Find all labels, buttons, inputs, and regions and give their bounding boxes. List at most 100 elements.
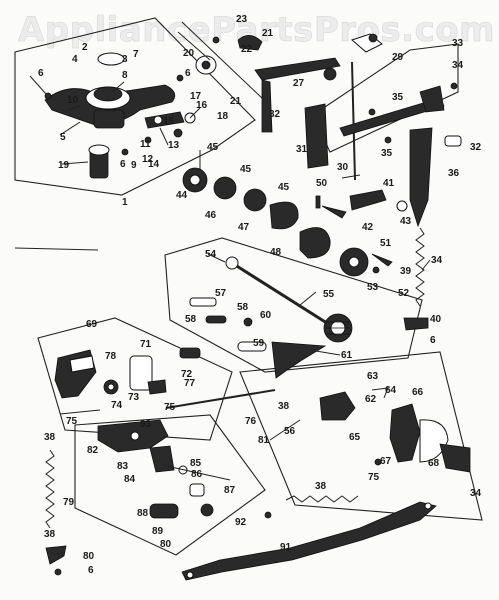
part-label-p60: 60 (260, 310, 272, 321)
part-label-p79: 79 (63, 497, 75, 508)
part-label-p43: 43 (400, 216, 412, 227)
part-label-p46: 46 (205, 210, 217, 221)
part-label-p82: 82 (87, 445, 99, 456)
part-label-p45b: 45 (240, 164, 252, 175)
cam-gear-assembly-drawing (182, 150, 408, 277)
frame-bottom-assembly (74, 414, 266, 556)
part-label-p81: 81 (258, 435, 270, 446)
part-label-p62: 62 (365, 394, 377, 405)
part-label-p58a: 58 (237, 302, 249, 313)
assembly-frames (14, 17, 483, 556)
part-label-p65: 65 (349, 432, 361, 443)
part-label-p92: 92 (235, 517, 247, 528)
part-label-p21a: 21 (230, 96, 242, 107)
part-label-p47: 47 (238, 222, 250, 233)
part-label-p6b: 6 (185, 68, 191, 79)
part-label-p22: 22 (241, 44, 253, 55)
part-label-p57: 57 (215, 288, 227, 299)
part-label-p54: 54 (205, 249, 217, 260)
part-label-p7: 7 (133, 49, 139, 60)
long-lever-drawing (181, 501, 437, 581)
part-label-p77: 77 (184, 378, 196, 389)
part-label-p27: 27 (293, 78, 305, 89)
part-label-p17: 17 (190, 91, 202, 102)
part-label-p64: 64 (385, 385, 397, 396)
part-label-p66: 66 (412, 387, 424, 398)
part-label-p1: 1 (122, 197, 128, 208)
part-label-p63: 63 (367, 371, 379, 382)
divider-line (14, 247, 99, 251)
part-label-p68: 68 (428, 458, 440, 469)
part-label-p38a: 38 (278, 401, 290, 412)
part-label-p61: 61 (341, 350, 353, 361)
part-label-p84: 84 (124, 474, 136, 485)
part-label-p34a: 34 (452, 60, 464, 71)
part-label-p38c: 38 (44, 529, 56, 540)
part-label-p80b: 80 (160, 539, 172, 550)
part-label-p38d: 38 (315, 481, 327, 492)
part-label-p40: 40 (430, 314, 442, 325)
part-label-p73: 73 (128, 392, 140, 403)
part-label-p6a: 6 (38, 68, 44, 79)
part-label-p39: 39 (400, 266, 412, 277)
part-label-p35a: 35 (392, 92, 404, 103)
part-label-p10: 10 (67, 95, 79, 106)
part-label-p69: 69 (86, 319, 98, 330)
part-label-p50: 50 (316, 178, 328, 189)
needle-bar-assembly-drawing (254, 33, 462, 228)
frame-middle-assembly (164, 237, 423, 373)
frame-top-left-assembly (14, 17, 256, 196)
part-label-p4: 4 (72, 54, 78, 65)
part-label-p16: 16 (196, 100, 208, 111)
frame-lower-right-assembly (239, 351, 483, 521)
part-label-p11: 11 (140, 139, 151, 150)
leader-lines (29, 75, 431, 441)
part-label-p18: 18 (217, 111, 229, 122)
part-label-p71: 71 (140, 339, 152, 350)
part-label-p83: 83 (117, 461, 129, 472)
part-label-p45c: 45 (278, 182, 290, 193)
part-label-p74: 74 (111, 400, 123, 411)
part-label-p20: 20 (183, 48, 195, 59)
part-label-p45a: 45 (207, 142, 219, 153)
part-label-p75c: 75 (368, 472, 380, 483)
part-label-p35b: 35 (381, 148, 393, 159)
part-label-p36: 36 (448, 168, 460, 179)
part-label-p5: 5 (60, 132, 66, 143)
part-label-p30: 30 (337, 162, 349, 173)
part-label-p33: 33 (452, 38, 464, 49)
frame-top-right-assembly (312, 43, 459, 153)
part-label-p13: 13 (168, 140, 180, 151)
main-shaft-drawing (179, 256, 353, 379)
part-label-p41: 41 (383, 178, 395, 189)
left-spring-drawing (45, 449, 67, 576)
part-label-p89: 89 (152, 526, 164, 537)
part-label-p55: 55 (323, 289, 335, 300)
bobbin-assembly-drawing (264, 387, 471, 519)
frame-lower-left-assembly (37, 317, 233, 441)
part-label-p85: 85 (190, 458, 202, 469)
part-label-p42: 42 (362, 222, 374, 233)
part-label-p34c: 34 (470, 488, 482, 499)
part-label-p23: 23 (236, 14, 248, 25)
part-label-p8: 8 (122, 70, 128, 81)
bottom-assembly-drawing (149, 464, 231, 519)
part-label-p80a: 80 (83, 551, 95, 562)
part-label-p59: 59 (253, 338, 265, 349)
part-label-p38b: 38 (44, 432, 56, 443)
part-label-p91: 91 (280, 542, 292, 553)
part-label-p6e: 6 (88, 565, 94, 576)
part-label-p56: 56 (284, 426, 296, 437)
part-label-p29: 29 (392, 52, 404, 63)
part-label-p15: 15 (163, 116, 175, 127)
part-label-p88: 88 (137, 508, 149, 519)
part-label-p48: 48 (270, 247, 282, 258)
part-label-p44: 44 (176, 190, 188, 201)
part-label-p87: 87 (224, 485, 236, 496)
part-label-p32a: 32 (269, 109, 281, 120)
part-label-p3: 3 (122, 54, 128, 65)
part-label-p52: 52 (398, 288, 410, 299)
